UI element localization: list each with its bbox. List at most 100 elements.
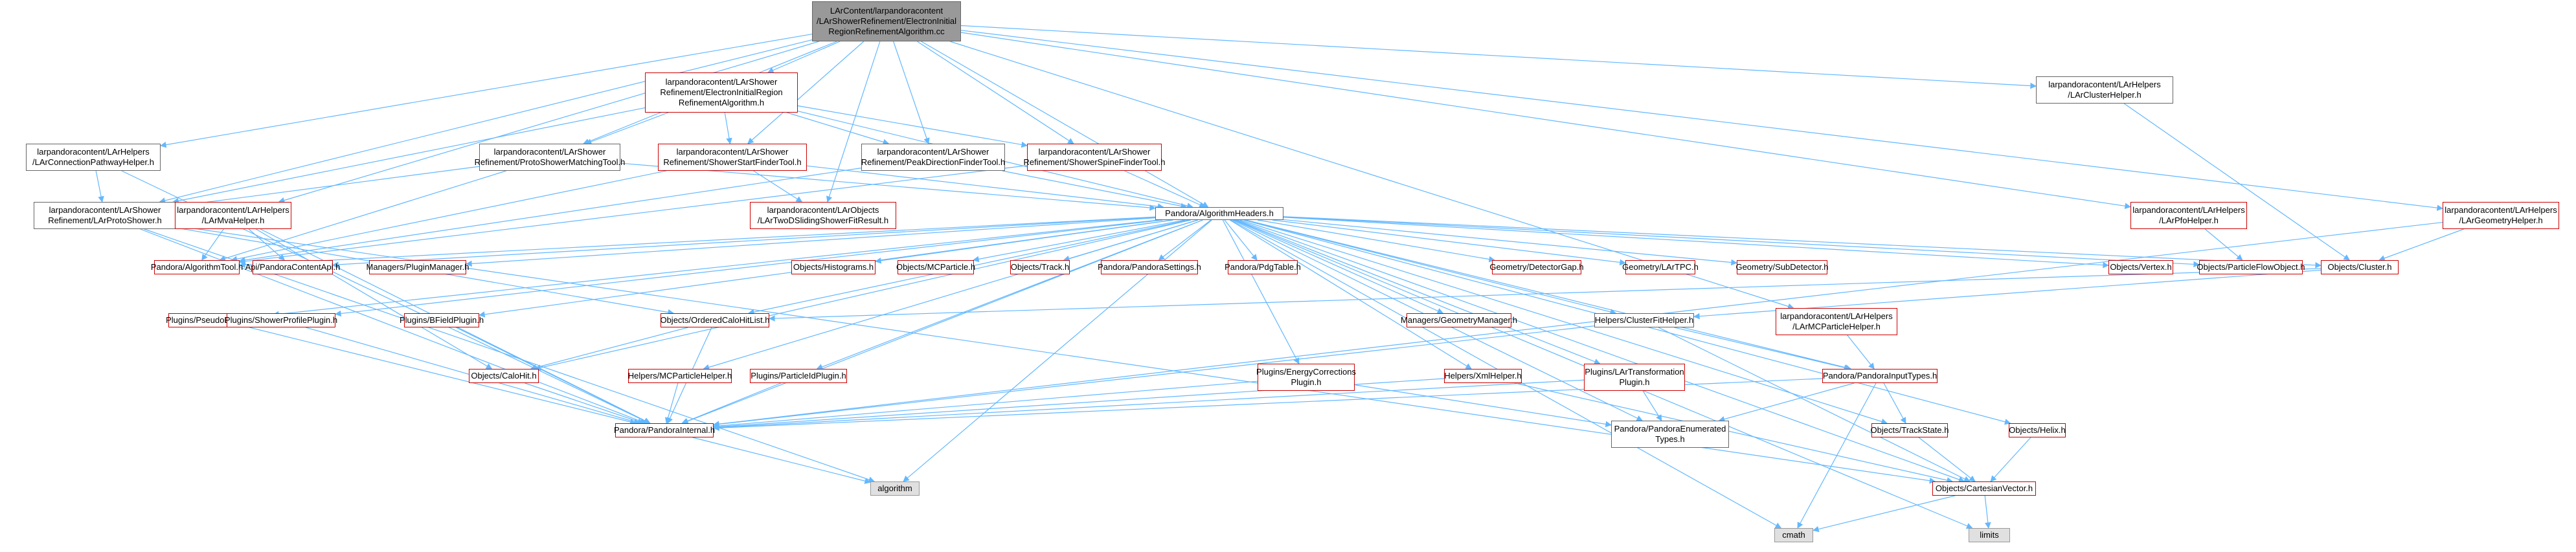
edge-calohit-internal — [525, 382, 644, 425]
node-algheaders[interactable]: Pandora/AlgorithmHeaders.h — [1155, 207, 1283, 220]
node-label: Objects/Track.h — [1010, 261, 1070, 272]
node-label: larpandoracontent/LArShower Refinement/S… — [663, 146, 802, 167]
edge-algheaders-vertex — [1283, 217, 2109, 269]
edge-lh_path-protoshower — [95, 170, 104, 203]
node-ssf[interactable]: larpandoracontent/LArShower Refinement/S… — [658, 144, 807, 171]
edge-root-pdf — [893, 41, 930, 144]
node-ochl[interactable]: Objects/OrderedCaloHitList.h — [660, 313, 770, 327]
node-settings[interactable]: Pandora/PandoraSettings.h — [1098, 260, 1201, 274]
node-inputtypes[interactable]: Pandora/PandoraInputTypes.h — [1822, 369, 1938, 383]
node-label: Objects/Helix.h — [2009, 425, 2066, 435]
node-clusterhelper[interactable]: larpandoracontent/LArHelpers /LArCluster… — [2036, 76, 2173, 104]
edge-internal-algorithm — [692, 437, 871, 484]
node-label: Helpers/ClusterFitHelper.h — [1594, 315, 1694, 325]
edge-cartesian-cmath — [1813, 495, 1956, 533]
node-label: Objects/MCParticle.h — [896, 261, 976, 272]
edge-root-clusterhelper — [960, 25, 2037, 89]
node-label: Objects/OrderedCaloHitList.h — [660, 315, 770, 325]
node-subdet[interactable]: Geometry/SubDetector.h — [1735, 260, 1829, 274]
edge-clusterhelper-cluster — [2123, 103, 2350, 261]
node-protoshower[interactable]: larpandoracontent/LArShower Refinement/L… — [34, 202, 176, 229]
node-pidplug[interactable]: Plugins/ParticleIdPlugin.h — [750, 369, 847, 383]
node-root[interactable]: LArContent/larpandoracontent /LArShowerR… — [812, 1, 961, 41]
edge-bfield-internal — [455, 327, 651, 424]
node-pfo[interactable]: Objects/ParticleFlowObject.h — [2197, 260, 2305, 274]
node-hist[interactable]: Objects/Histograms.h — [791, 260, 876, 274]
node-algtool[interactable]: Pandora/AlgorithmTool.h — [150, 260, 243, 274]
edge-ssf-twod — [753, 170, 803, 203]
node-pfohelper[interactable]: larpandoracontent/LArHelpers /LArPfoHelp… — [2130, 202, 2247, 229]
node-mvahelper[interactable]: larpandoracontent/LArHelpers /LArMvaHelp… — [175, 202, 291, 229]
node-label: Helpers/MCParticleHelper.h — [627, 370, 732, 381]
edge-algheaders-subdet — [1283, 219, 1737, 266]
node-label: Plugins/LArTransformation Plugin.h — [1585, 366, 1684, 387]
node-twod[interactable]: larpandoracontent/LArObjects /LArTwoDSli… — [750, 202, 896, 229]
node-label: Plugins/BFieldPlugin.h — [399, 315, 484, 325]
node-label: Managers/PluginManager.h — [366, 261, 469, 272]
node-helix[interactable]: Objects/Helix.h — [2009, 423, 2066, 437]
node-lartrans[interactable]: Plugins/LArTransformation Plugin.h — [1584, 364, 1685, 391]
node-bfield[interactable]: Plugins/BFieldPlugin.h — [400, 313, 484, 327]
node-geomhelper[interactable]: larpandoracontent/LArHelpers /LArGeometr… — [2443, 202, 2559, 229]
node-lartpc[interactable]: Geometry/LArTPC.h — [1622, 260, 1699, 274]
node-label: larpandoracontent/LArHelpers /LArConnect… — [32, 146, 154, 167]
edge-xml-cartesian — [1514, 382, 1954, 483]
node-mcp[interactable]: Objects/MCParticle.h — [896, 260, 976, 274]
edge-eirr-psmatch — [585, 112, 669, 145]
node-label: Geometry/SubDetector.h — [1735, 261, 1829, 272]
edge-algheaders-lartpc — [1272, 219, 1626, 266]
edge-root-algheaders — [921, 41, 1209, 208]
node-label: larpandoracontent/LArHelpers /LArPfoHelp… — [2132, 204, 2245, 225]
node-algorithm[interactable]: algorithm — [870, 481, 920, 496]
node-gap[interactable]: Geometry/DetectorGap.h — [1489, 260, 1584, 274]
edge-algheaders-settings — [1158, 219, 1212, 261]
node-cfh[interactable]: Helpers/ClusterFitHelper.h — [1594, 313, 1694, 327]
node-label: Plugins/ParticleIdPlugin.h — [751, 370, 846, 381]
edge-psmatch-protoshower — [175, 166, 480, 209]
node-showerprof[interactable]: Plugins/ShowerProfilePlugin.h — [225, 313, 337, 327]
node-cluster[interactable]: Objects/Cluster.h — [2321, 260, 2399, 274]
node-internal[interactable]: Pandora/PandoraInternal.h — [614, 423, 715, 437]
node-track[interactable]: Objects/Track.h — [1010, 260, 1070, 274]
node-mcphelperlar[interactable]: larpandoracontent/LArHelpers /LArMCParti… — [1776, 308, 1897, 335]
node-vertex[interactable]: Objects/Vertex.h — [2108, 260, 2173, 274]
node-eirr[interactable]: larpandoracontent/LArShower Refinement/E… — [645, 72, 798, 113]
edge-cfh-internal — [713, 326, 1595, 428]
node-label: Pandora/PandoraEnumerated Types.h — [1614, 423, 1726, 444]
edge-mcphelperlar-inputtypes — [1847, 335, 1875, 370]
node-label: larpandoracontent/LArShower Refinement/P… — [861, 146, 1006, 167]
node-pdg[interactable]: Pandora/PdgTable.h — [1225, 260, 1301, 274]
node-cartesian[interactable]: Objects/CartesianVector.h — [1932, 481, 2036, 496]
node-label: algorithm — [877, 483, 912, 493]
edge-algheaders-plugman — [466, 217, 1156, 267]
edge-root-twod — [826, 41, 881, 203]
edge-pseudo-internal — [249, 327, 637, 425]
node-limits[interactable]: limits — [1969, 528, 2010, 542]
edge-algheaders-internal — [682, 219, 1203, 425]
node-psmatch[interactable]: larpandoracontent/LArShower Refinement/P… — [475, 144, 625, 171]
node-lh_path[interactable]: larpandoracontent/LArHelpers /LArConnect… — [26, 144, 161, 171]
edge-cluster-ochl — [769, 268, 2322, 322]
node-cmath[interactable]: cmath — [1774, 528, 1813, 542]
node-energy[interactable]: Plugins/EnergyCorrections Plugin.h — [1256, 364, 1356, 391]
node-spine[interactable]: larpandoracontent/LArShower Refinement/S… — [1024, 144, 1165, 171]
node-label: Objects/Cluster.h — [2327, 261, 2392, 272]
edge-root-mvahelper — [278, 41, 819, 204]
node-plugman[interactable]: Managers/PluginManager.h — [366, 260, 469, 274]
edge-cartesian-limits — [1984, 495, 1991, 529]
node-pdf[interactable]: larpandoracontent/LArShower Refinement/P… — [861, 144, 1005, 171]
edge-trackstate-cartesian — [1918, 437, 1976, 482]
node-trackstate[interactable]: Objects/TrackState.h — [1871, 423, 1949, 437]
edge-mvahelper-api — [248, 228, 286, 261]
node-hmcp[interactable]: Helpers/MCParticleHelper.h — [628, 369, 732, 383]
node-enums[interactable]: Pandora/PandoraEnumerated Types.h — [1611, 421, 1729, 448]
node-api[interactable]: Api/PandoraContentApi.h — [245, 260, 340, 274]
edge-spine-algheaders — [1124, 170, 1206, 208]
node-label: larpandoracontent/LArShower Refinement/S… — [1023, 146, 1166, 167]
edge-pfohelper-pfo — [2204, 228, 2243, 261]
node-calohit[interactable]: Objects/CaloHit.h — [469, 369, 539, 383]
node-label: Pandora/AlgorithmTool.h — [150, 261, 243, 272]
node-geoman[interactable]: Managers/GeometryManager.h — [1401, 313, 1517, 327]
node-xml[interactable]: Helpers/XmlHelper.h — [1444, 369, 1522, 383]
